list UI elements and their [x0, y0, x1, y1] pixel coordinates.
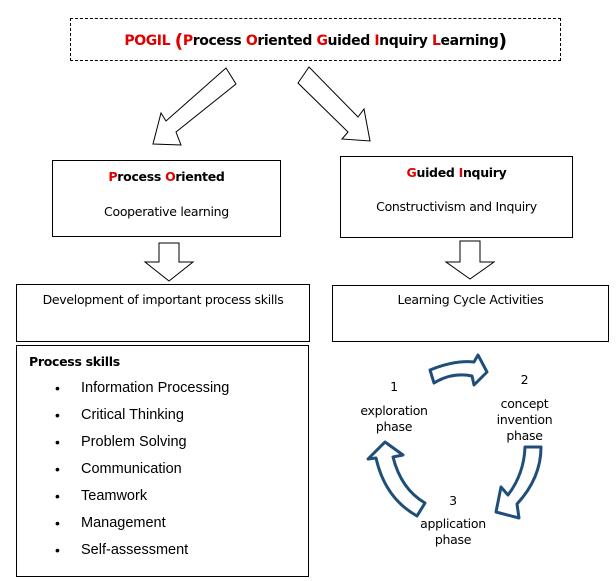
guided-inquiry-box: Guided Inquiry Constructivism and Inquir… [340, 156, 573, 238]
phase-label-line: phase [375, 419, 413, 434]
skill-label: Problem Solving [81, 434, 187, 450]
phase-label-line: concept [500, 396, 549, 411]
arrow-to-guided-inquiry-icon [297, 66, 371, 142]
heading-word-rest: nquiry [462, 165, 507, 180]
heading-word-rest: rocess [117, 169, 162, 184]
cycle-arrow-3-to-1-icon [366, 440, 427, 518]
phase-label-line: application [420, 516, 486, 531]
process-skills-title: Process skills [29, 354, 120, 369]
title-word-rest: nquiry [379, 33, 428, 49]
skill-label: Teamwork [81, 488, 148, 504]
title-initial: P [182, 33, 193, 49]
guided-inquiry-subtitle: Constructivism and Inquiry [376, 199, 537, 214]
phase-label-line: phase [506, 428, 543, 443]
phase-number: 1 [390, 379, 398, 394]
skill-label: Self-assessment [81, 542, 189, 558]
skill-label: Critical Thinking [81, 407, 184, 423]
bullet-icon: • [55, 380, 60, 396]
phase-2-concept-invention: 2 concept invention phase [482, 372, 567, 444]
heading-initial: O [165, 169, 176, 184]
arrow-to-process-oriented-icon [152, 67, 237, 146]
title-word-rest: uided [327, 33, 371, 49]
learning-cycle-activities-text: Learning Cycle Activities [397, 292, 544, 307]
guided-inquiry-heading: Guided Inquiry [341, 165, 572, 180]
learning-cycle-activities-box: Learning Cycle Activities [332, 285, 609, 342]
process-oriented-box: Process Oriented Cooperative learning [52, 160, 281, 237]
bullet-icon: • [55, 461, 60, 477]
cycle-arrow-1-to-2-icon [428, 353, 489, 387]
heading-word-rest: uided [416, 165, 455, 180]
process-skills-development-text: Development of important process skills [42, 292, 284, 307]
close-paren: ) [498, 30, 507, 52]
bullet-icon: • [55, 515, 60, 531]
heading-initial: I [458, 165, 464, 180]
process-skills-development-box: Development of important process skills [16, 284, 310, 342]
title-initial: G [316, 33, 328, 49]
bullet-icon: • [55, 434, 60, 450]
process-skills-box: Process skills • Information Processing •… [16, 345, 309, 577]
phase-3-application: 3 application phase [413, 493, 493, 548]
bullet-icon: • [55, 407, 60, 423]
pogil-title-box: POGIL (Process Oriented Guided Inquiry L… [70, 18, 561, 61]
skill-label: Communication [81, 461, 182, 477]
skill-label: Information Processing [81, 380, 230, 396]
heading-initial: P [108, 169, 118, 184]
pogil-title: POGIL (Process Oriented Guided Inquiry L… [71, 30, 560, 52]
title-word-rest: earning [440, 33, 499, 49]
title-initial: I [374, 33, 380, 49]
phase-number: 2 [520, 372, 529, 387]
heading-initial: G [406, 165, 417, 180]
phase-label-line: phase [434, 532, 472, 547]
bullet-icon: • [55, 542, 60, 558]
arrow-down-left-icon [143, 242, 195, 282]
skill-label: Management [81, 515, 166, 531]
heading-word-rest: riented [175, 169, 225, 184]
title-initial: L [432, 33, 441, 49]
pogil-acronym: POGIL [124, 33, 171, 49]
title-initial: O [245, 33, 258, 49]
phase-label-line: invention [496, 412, 553, 427]
process-oriented-heading: Process Oriented [53, 169, 280, 184]
process-oriented-subtitle: Cooperative learning [104, 204, 229, 219]
title-word-rest: rocess [192, 33, 242, 49]
cycle-arrow-2-to-3-icon [494, 445, 543, 520]
phase-1-exploration: 1 exploration phase [349, 379, 439, 435]
open-paren: ( [174, 30, 184, 52]
bullet-icon: • [55, 488, 60, 504]
phase-number: 3 [449, 493, 457, 508]
phase-label-line: exploration [360, 403, 428, 418]
title-word-rest: riented [257, 33, 312, 49]
arrow-down-right-icon [444, 240, 496, 280]
